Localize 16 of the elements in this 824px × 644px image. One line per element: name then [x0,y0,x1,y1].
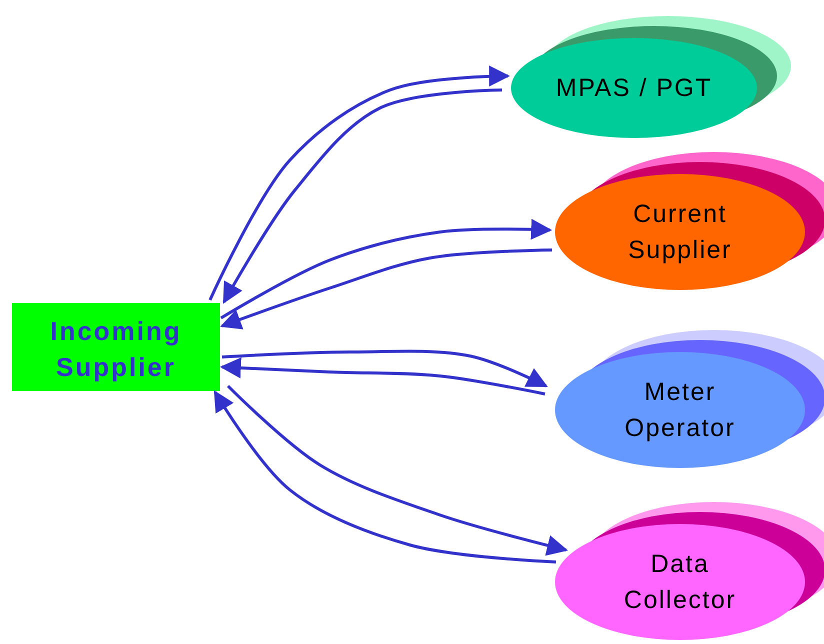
node-label: Current Supplier [627,198,733,266]
process-box [12,303,220,391]
stacked-ellipse [555,502,824,640]
node-label: Meter Operator [624,376,736,444]
arrow [222,88,502,304]
node-label: Incoming Supplier [49,315,183,384]
arrow [222,350,548,388]
stacked-ellipse [511,16,791,138]
arrow [220,218,552,320]
stacked-ellipse [555,330,824,468]
arrow [220,248,552,330]
arrow [220,357,546,396]
node-label: MPAS / PGT [554,72,714,104]
arrow [208,66,510,301]
stacked-ellipse [555,152,824,290]
node-label: Data Collector [622,548,738,616]
